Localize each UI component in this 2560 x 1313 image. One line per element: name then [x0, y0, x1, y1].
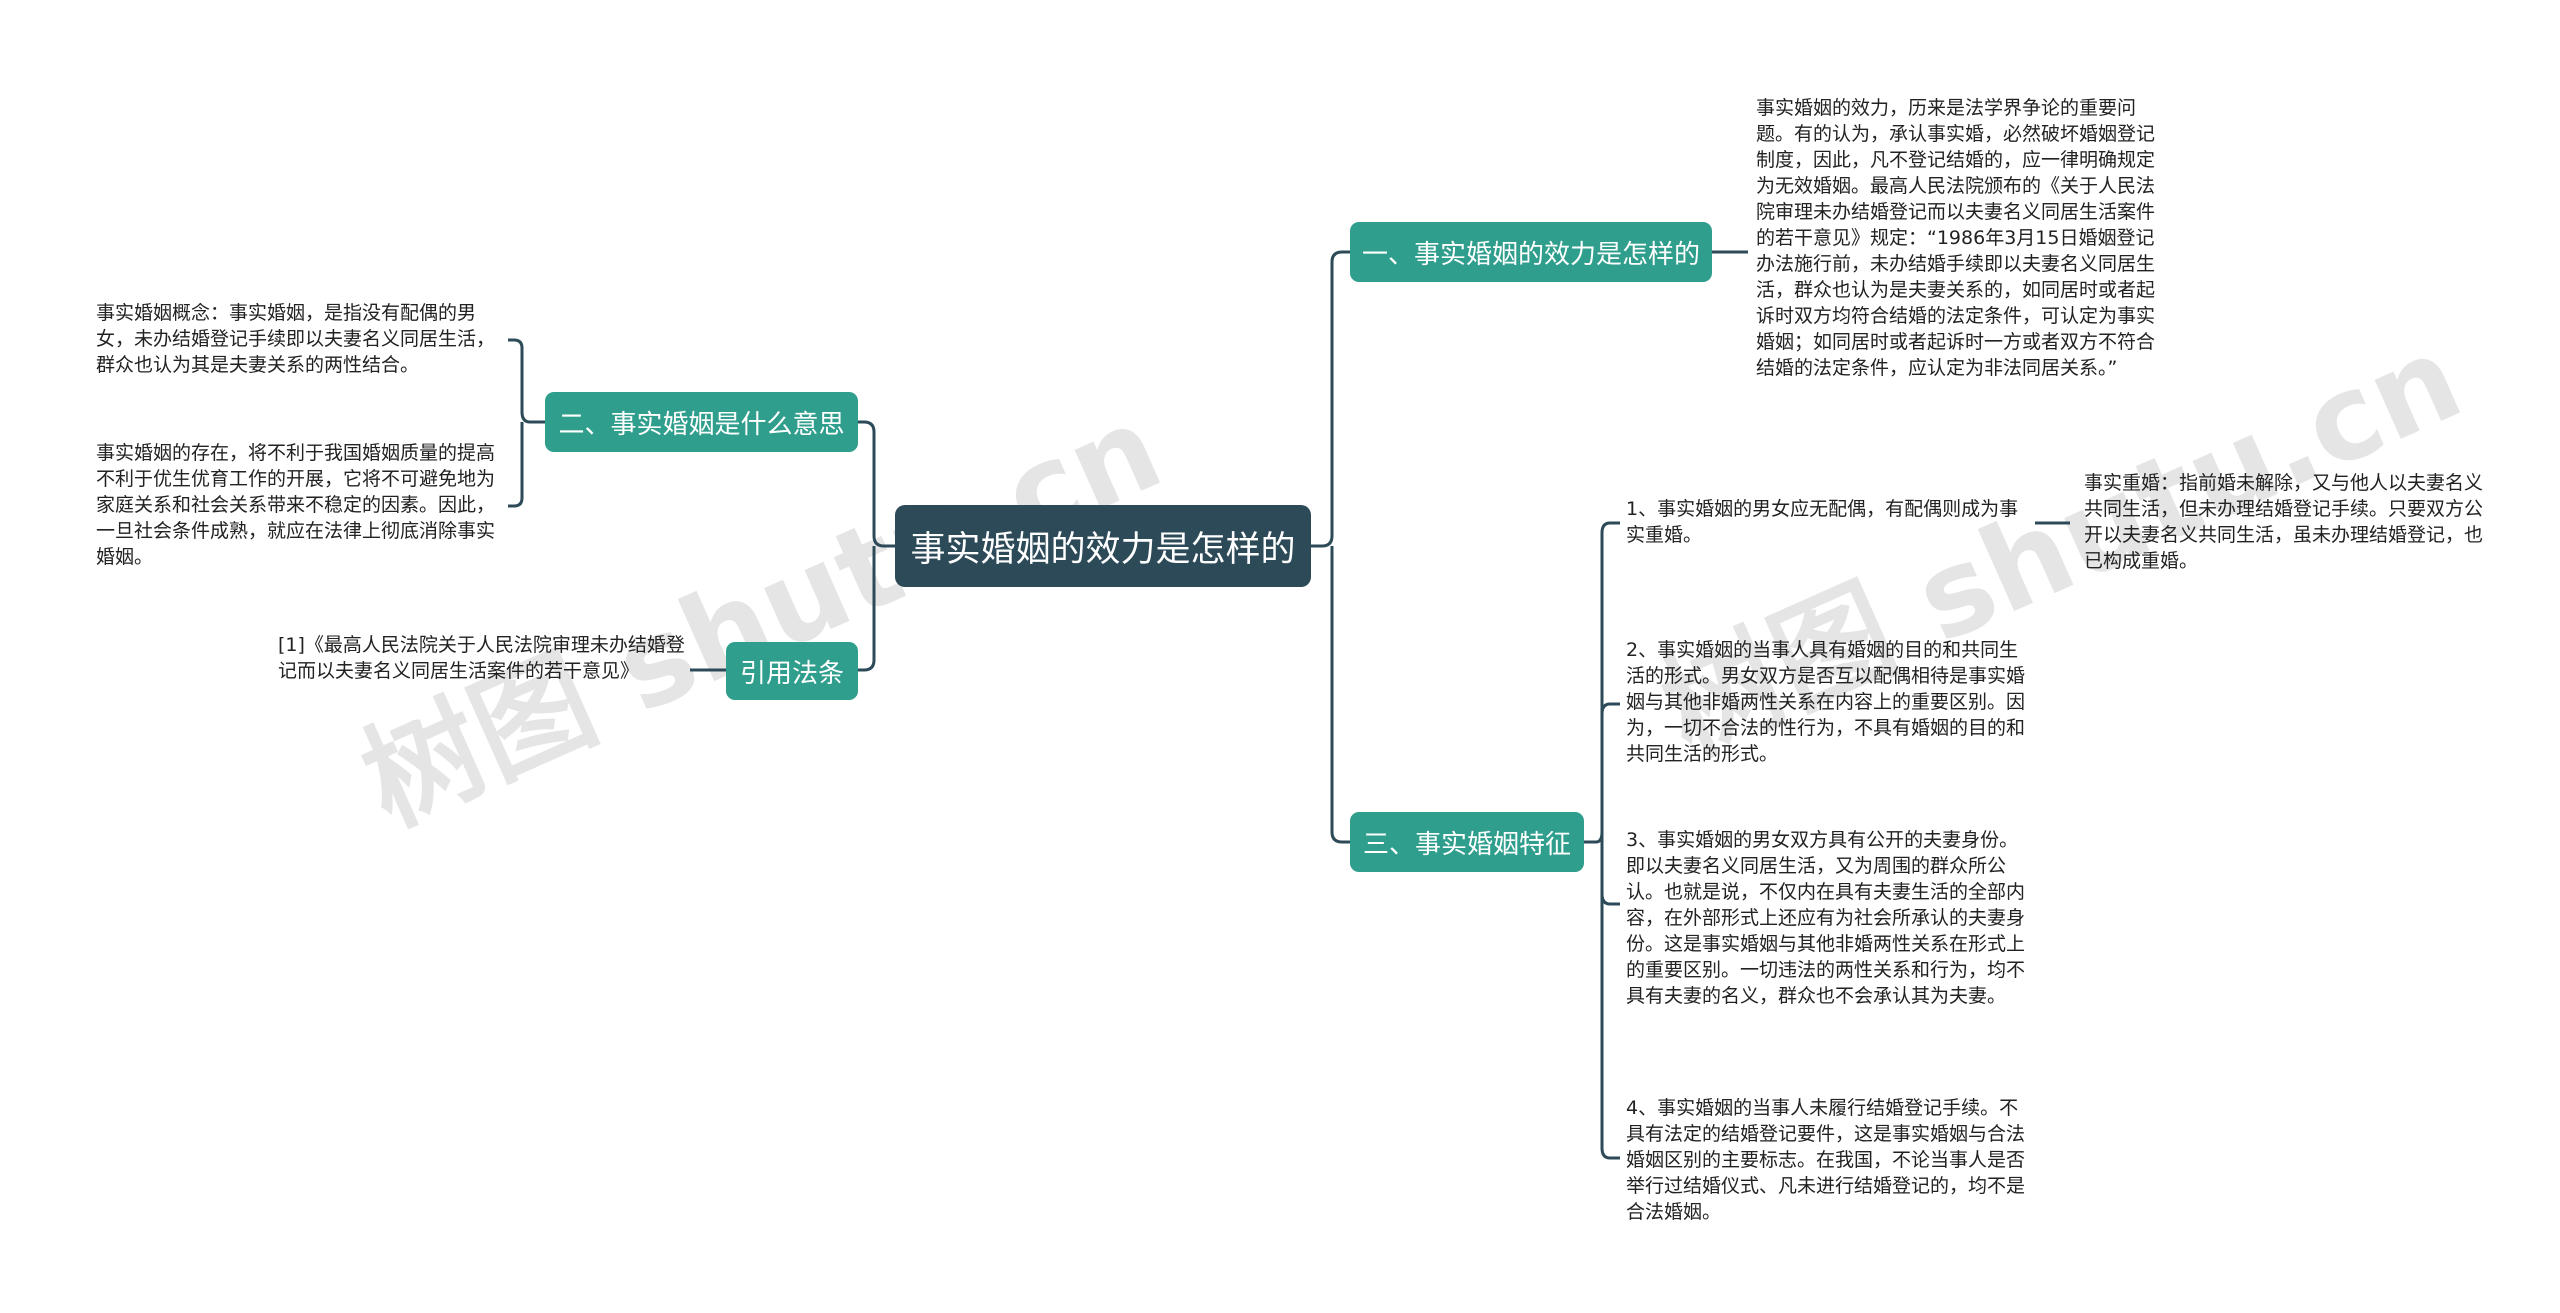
meaning-concept: 事实婚姻概念：事实婚姻，是指没有配偶的男女，未办结婚登记手续即以夫妻名义同居生活… [96, 302, 496, 376]
branch-features[interactable]: 三、事实婚姻特征 [1350, 812, 1584, 872]
connector-b2-bracket [508, 338, 545, 508]
branch-effect[interactable]: 一、事实婚姻的效力是怎样的 [1350, 222, 1712, 282]
feature-item-3: 3、事实婚姻的男女双方具有公开的夫妻身份。即以夫妻名义同居生活，又为周围的群众所… [1626, 829, 2026, 1007]
feature-item-1: 1、事实婚姻的男女应无配偶，有配偶则成为事实重婚。 [1626, 498, 2019, 546]
feature-item-1-sub: 事实重婚：指前婚未解除，又与他人以夫妻名义共同生活，但未办理结婚登记手续。只要双… [2084, 472, 2484, 572]
meaning-impact: 事实婚姻的存在，将不利于我国婚姻质量的提高不利于优生优育工作的开展，它将不可避免… [96, 442, 496, 568]
citation-text: [1]《最高人民法院关于人民法院审理未办结婚登记而以夫妻名义同居生活案件的若干意… [278, 634, 685, 682]
feature-item-4: 4、事实婚姻的当事人未履行结婚登记手续。不具有法定的结婚登记要件，这是事实婚姻与… [1626, 1097, 2026, 1223]
connector-central-left [858, 420, 895, 548]
branch-citation[interactable]: 引用法条 [726, 642, 858, 700]
connector-b3-bracket [1584, 521, 1620, 1160]
effect-description: 事实婚姻的效力，历来是法学界争论的重要问题。有的认为，承认事实婚，必然破坏婚姻登… [1756, 97, 2156, 379]
connector-right-lower [1330, 546, 1350, 844]
feature-item-2: 2、事实婚姻的当事人具有婚姻的目的和共同生活的形式。男女双方是否互以配偶相待是事… [1626, 639, 2026, 765]
connector-central-right [1311, 250, 1350, 548]
central-topic[interactable]: 事实婚姻的效力是怎样的 [895, 505, 1311, 587]
connector-left-lower [858, 546, 876, 672]
branch-meaning[interactable]: 二、事实婚姻是什么意思 [545, 392, 858, 452]
